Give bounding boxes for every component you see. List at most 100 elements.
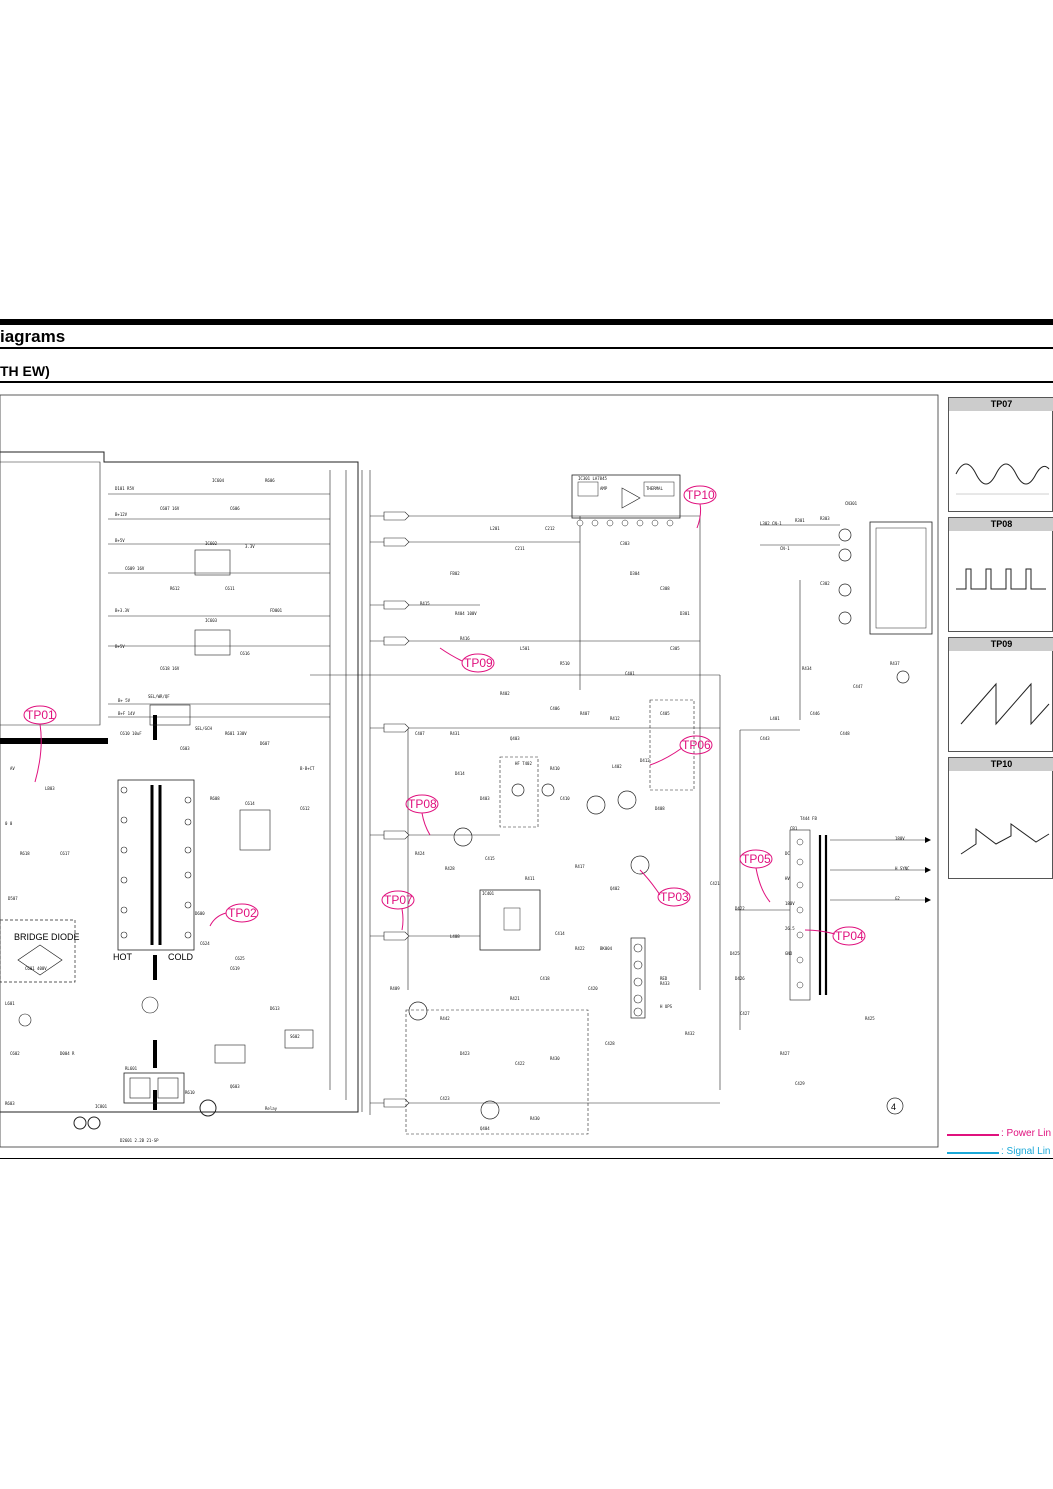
svg-text:R407: R407 [580, 711, 590, 716]
svg-text:R432: R432 [685, 1031, 695, 1036]
svg-text:CN301: CN301 [845, 501, 858, 506]
svg-text:C212: C212 [545, 526, 555, 531]
svg-text:D426: D426 [735, 976, 745, 981]
svg-text:R430: R430 [550, 1056, 560, 1061]
svg-text:R402: R402 [500, 691, 510, 696]
svg-text:R411: R411 [525, 876, 535, 881]
legend-signal-line-swatch [947, 1152, 999, 1154]
svg-text:GND: GND [785, 951, 793, 956]
svg-text:180V: 180V [895, 836, 905, 841]
svg-text:IC602: IC602 [205, 541, 218, 546]
svg-text:C410: C410 [560, 796, 570, 801]
svg-text:L402: L402 [612, 764, 622, 769]
svg-text:R416: R416 [460, 636, 470, 641]
svg-text:B+ 5V: B+ 5V [118, 698, 131, 703]
svg-text:C406: C406 [550, 706, 560, 711]
svg-text:Q403: Q403 [510, 736, 520, 741]
bridge-diode-label: BRIDGE DIODE [14, 932, 80, 942]
svg-text:L302 CN-1: L302 CN-1 [760, 521, 782, 526]
svg-text:R409: R409 [390, 986, 400, 991]
svg-text:D2601 2.2B 21-SP: D2601 2.2B 21-SP [120, 1138, 159, 1143]
svg-text:C405: C405 [660, 711, 670, 716]
page-title: iagrams [0, 327, 66, 346]
svg-text:C614: C614 [245, 801, 255, 806]
svg-text:R415: R415 [420, 601, 430, 606]
waveform-tp08-trace [956, 568, 1046, 590]
header-bottom-rule [0, 381, 1053, 383]
svg-text:R433: R433 [660, 981, 670, 986]
svg-text:H UPS: H UPS [660, 1004, 673, 1009]
waveform-tp09-trace [960, 682, 1050, 726]
svg-text:D403: D403 [480, 796, 490, 801]
svg-text:C625: C625 [235, 956, 245, 961]
legend-power-line-label: : Power Lin [1001, 1128, 1052, 1139]
svg-text:G2: G2 [895, 896, 900, 901]
svg-text:FD001: FD001 [270, 608, 283, 613]
svg-text:R412: R412 [610, 716, 620, 721]
svg-text:C422: C422 [515, 1061, 525, 1066]
svg-text:SEL/WR/QF: SEL/WR/QF [148, 694, 170, 699]
svg-text:R603: R603 [5, 1101, 15, 1106]
waveform-panel-tp10: TP10 [948, 757, 1053, 879]
svg-text:R437: R437 [890, 661, 900, 666]
tp05-label: TP05 [742, 852, 771, 866]
svg-text:C448: C448 [840, 731, 850, 736]
svg-text:C624: C624 [200, 941, 210, 946]
svg-text:R421: R421 [510, 996, 520, 1001]
svg-text:C420: C420 [588, 986, 598, 991]
svg-text:D004 R: D004 R [60, 1051, 75, 1056]
page-subtitle: TH EW) [0, 363, 50, 379]
svg-text:R510: R510 [560, 661, 570, 666]
hot-label: HOT [113, 952, 133, 962]
tp10-label: TP10 [686, 488, 715, 502]
svg-text:D301: D301 [680, 611, 690, 616]
svg-text:IC401: IC401 [482, 891, 495, 896]
svg-text:C401: C401 [625, 671, 635, 676]
svg-text:L201: L201 [490, 526, 500, 531]
svg-text:IC301 LA7845: IC301 LA7845 [578, 476, 607, 481]
svg-text:AMP: AMP [600, 486, 608, 491]
svg-text:HF T402: HF T402 [515, 761, 532, 766]
tp06-label: TP06 [682, 738, 711, 752]
tp09-label: TP09 [464, 656, 493, 670]
tp07-label: TP07 [384, 893, 413, 907]
tp08-label: TP08 [408, 797, 437, 811]
sheet-number: 4 [891, 1102, 896, 1112]
svg-text:C415: C415 [485, 856, 495, 861]
legend-signal-line-label: : Signal Lin [1001, 1146, 1051, 1157]
svg-text:B+12V: B+12V [115, 512, 128, 517]
svg-text:C617: C617 [60, 851, 70, 856]
svg-text:Relay: Relay [265, 1106, 278, 1111]
tp03-label: TP03 [660, 890, 689, 904]
svg-text:R410: R410 [550, 766, 560, 771]
svg-text:D600: D600 [195, 911, 205, 916]
svg-text:26.5: 26.5 [785, 926, 795, 931]
svg-text:IC604: IC604 [212, 478, 225, 483]
waveform-title-tp09: TP09 [949, 638, 1053, 651]
schematic-diagram: HOT COLD BRIDGE DIODE [0, 394, 939, 1148]
svg-text:C612: C612 [300, 806, 310, 811]
svg-text:CB1: CB1 [790, 826, 798, 831]
svg-text:R425: R425 [865, 1016, 875, 1021]
header-mid-rule [0, 347, 1053, 349]
svg-text:3.3V: 3.3V [245, 544, 255, 549]
svg-text:L501: L501 [520, 646, 530, 651]
tp04-label: TP04 [835, 929, 864, 943]
svg-text:FB02: FB02 [450, 571, 460, 576]
svg-text:R422: R422 [575, 946, 585, 951]
svg-text:H SYNC: H SYNC [895, 866, 910, 871]
svg-text:BK004: BK004 [600, 946, 613, 951]
svg-text:D423: D423 [460, 1051, 470, 1056]
waveform-panel-tp09: TP09 [948, 637, 1053, 752]
svg-text:B+3.3V: B+3.3V [115, 608, 130, 613]
svg-text:T444 FB: T444 FB [800, 816, 817, 821]
svg-text:D414: D414 [455, 771, 465, 776]
svg-text:C611: C611 [225, 586, 235, 591]
svg-text:C427: C427 [740, 1011, 750, 1016]
svg-text:Q603: Q603 [230, 1084, 240, 1089]
svg-text:C601 400V: C601 400V [25, 966, 47, 971]
svg-text:R610: R610 [185, 1090, 195, 1095]
waveform-title-tp07: TP07 [949, 398, 1053, 411]
svg-text:C407: C407 [415, 731, 425, 736]
waveform-panel-tp07: TP07 [948, 397, 1053, 512]
